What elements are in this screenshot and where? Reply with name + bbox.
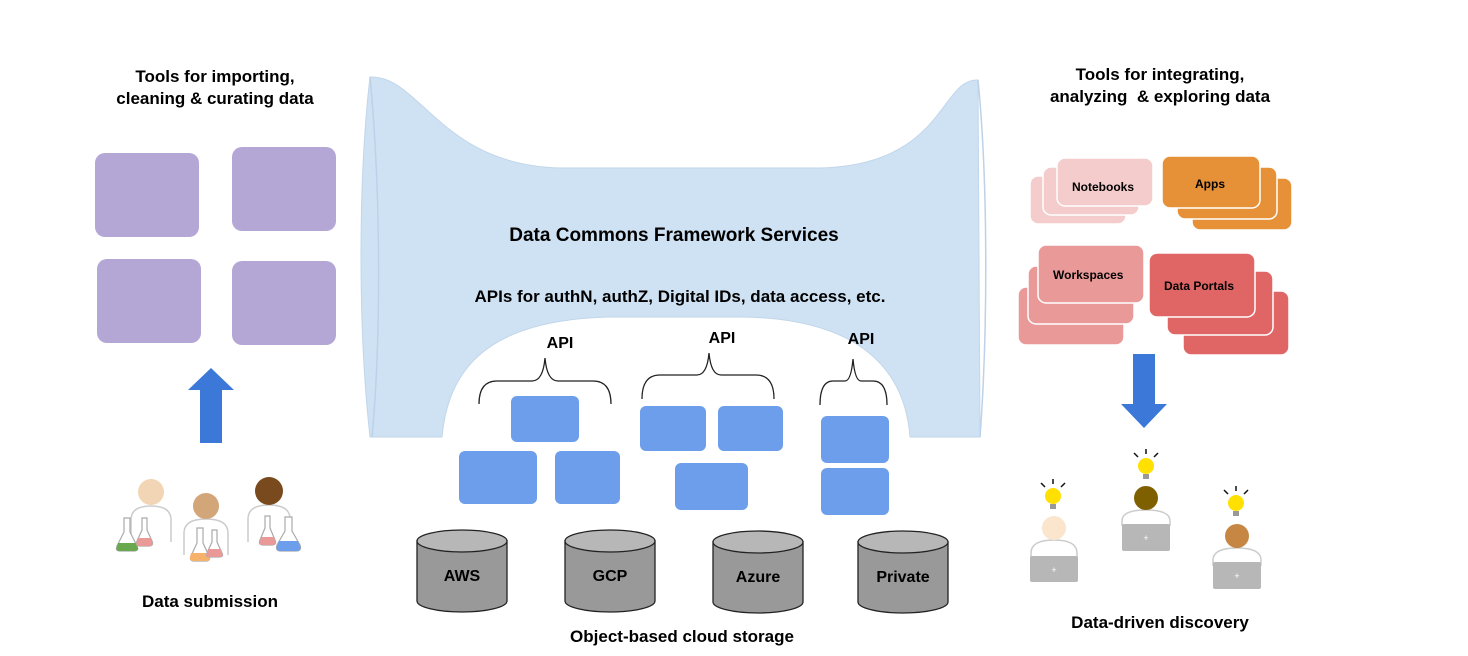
discoverer-3: +	[1212, 486, 1262, 589]
apps-tile	[1161, 155, 1261, 209]
api-label: API	[708, 330, 736, 347]
cloud-storage-caption: Object-based cloud storage	[570, 627, 794, 646]
notebooks-label: Notebooks	[1072, 180, 1135, 194]
flask-icon	[205, 529, 224, 558]
api-braces	[478, 352, 888, 406]
researcher-icon	[130, 479, 172, 542]
import-tool-tile	[232, 147, 336, 231]
api-block	[821, 468, 889, 515]
import-tools-title-line2: cleaning & curating data	[116, 89, 314, 108]
apps-label: Apps	[1195, 177, 1225, 191]
import-tool-tile	[95, 153, 199, 237]
discoverer-2: +	[1121, 449, 1171, 551]
storage-label-azure: Azure	[735, 569, 781, 586]
storage-label-gcp: GCP	[592, 568, 628, 585]
workspaces-label: Workspaces	[1053, 268, 1124, 282]
import-tool-tile	[97, 259, 201, 343]
svg-text:+: +	[1051, 565, 1056, 575]
analysis-tools-title-line1: Tools for integrating,	[1075, 65, 1245, 84]
api-blocks	[459, 396, 889, 515]
data-portals-tile	[1148, 252, 1256, 318]
laptop-icon	[1122, 524, 1170, 551]
flask-icon	[275, 516, 302, 552]
analysis-tools-title: Tools for integrating, analyzing & explo…	[1020, 64, 1300, 108]
brace-icon	[819, 358, 888, 406]
api-label: API	[847, 331, 875, 348]
database-cylinder-icon	[564, 529, 656, 613]
api-block	[718, 406, 783, 451]
framework-subtitle: APIs for authN, authZ, Digital IDs, data…	[474, 287, 886, 306]
discoverer-1: +	[1030, 479, 1078, 582]
analysis-tools-title-line2: analyzing & exploring data	[1049, 87, 1271, 106]
flask-icon	[258, 515, 277, 546]
brace-icon	[478, 357, 612, 405]
lightbulb-icon	[1133, 449, 1159, 479]
flask-icon	[135, 517, 154, 547]
notebooks-stack	[1029, 157, 1154, 225]
discovery-caption: Data-driven discovery	[1071, 613, 1249, 632]
lightbulb-icon	[1223, 486, 1249, 516]
database-cylinder-icon	[416, 529, 508, 613]
brace-icon	[641, 352, 775, 400]
api-block	[821, 416, 889, 463]
data-submission-caption: Data submission	[141, 592, 279, 611]
framework-band	[360, 76, 987, 438]
api-label: API	[546, 335, 574, 352]
storage-cylinders	[416, 529, 949, 614]
apps-stack	[1161, 155, 1293, 231]
api-block	[675, 463, 748, 510]
laptop-icon	[1030, 556, 1078, 582]
laptop-icon	[1213, 562, 1261, 589]
storage-label-private: Private	[876, 569, 930, 586]
workspaces-stack	[1017, 244, 1145, 346]
database-cylinder-icon	[857, 530, 949, 614]
storage-label-aws: AWS	[443, 568, 481, 585]
svg-text:+: +	[1234, 571, 1239, 581]
lightbulb-icon	[1040, 479, 1066, 509]
api-block	[459, 451, 537, 504]
framework-title: Data Commons Framework Services	[509, 225, 839, 246]
notebooks-tile	[1056, 157, 1154, 207]
data-portals-stack	[1148, 252, 1290, 356]
import-tools-tiles	[95, 147, 336, 345]
researcher-icon	[183, 493, 229, 555]
flask-icon	[115, 517, 139, 552]
data-portals-label: Data Portals	[1164, 279, 1235, 293]
import-tool-tile	[232, 261, 336, 345]
up-arrow-icon	[188, 368, 234, 443]
import-tools-title: Tools for importing, cleaning & curating…	[80, 66, 350, 110]
api-block	[640, 406, 706, 451]
svg-text:+: +	[1143, 533, 1148, 543]
workspaces-tile	[1037, 244, 1145, 304]
submitters-group	[115, 477, 302, 562]
api-block	[511, 396, 579, 442]
api-block	[555, 451, 620, 504]
database-cylinder-icon	[712, 530, 804, 614]
import-tools-title-line1: Tools for importing,	[135, 67, 295, 86]
down-arrow-icon	[1121, 354, 1167, 428]
